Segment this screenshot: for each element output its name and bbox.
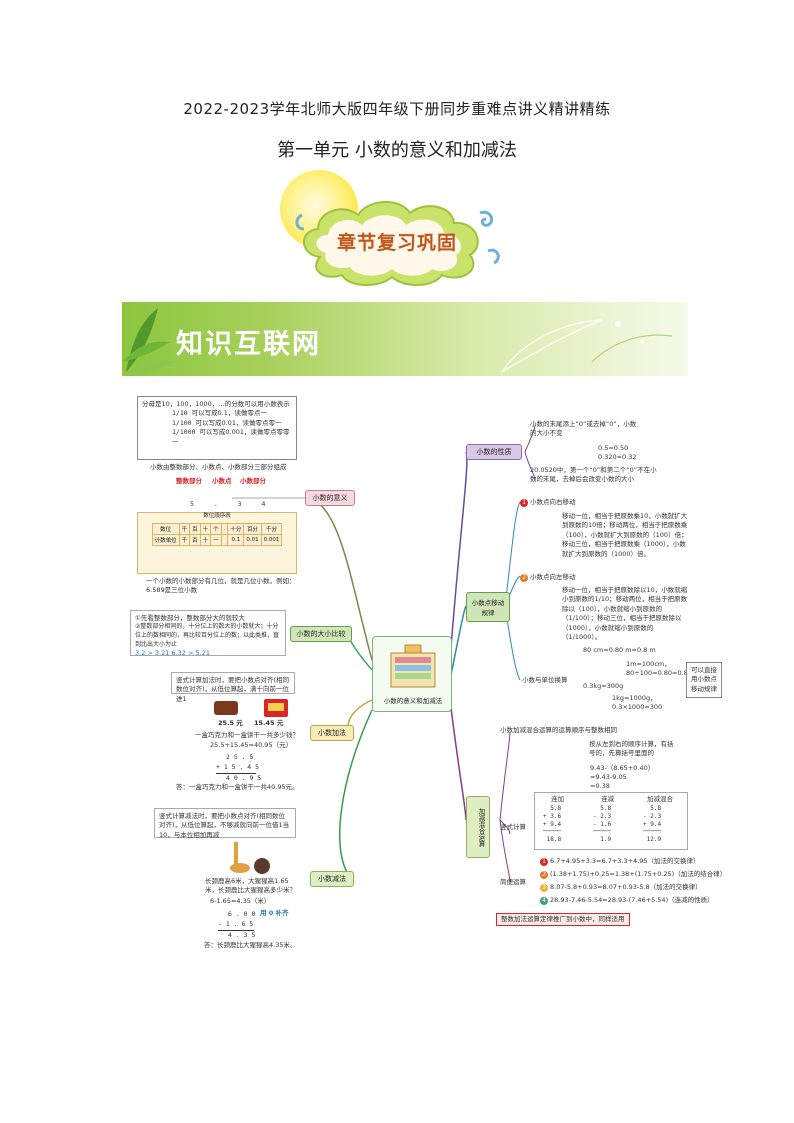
branch-sub: 小数减法 [310, 871, 354, 887]
sub-tip: 用 0 补齐 [260, 909, 289, 917]
shift-r1: 移动一位，相当于把原数乘10，小数就扩大到原数的10倍；移动两位，相当于把原数乘… [562, 512, 688, 558]
compare-l2: ②整数部分相同的，十分位上的数大的小数就大；十分位上的数相同的，再比较百分位上的… [135, 623, 280, 648]
property-e1: 0.5=0.50 [598, 444, 629, 452]
document-title: 2022-2023学年北师大版四年级下册同步重难点讲义精讲精练 [183, 100, 611, 118]
add-price1: 25.5 元 [218, 719, 243, 727]
meaning-part-integer: 整数部分 [176, 477, 202, 485]
mixed-h2: 连减 [601, 795, 614, 803]
add-v2: + 1 5 . 4 5 [216, 763, 260, 771]
add-question: 一盒巧克力和一盒饼干一共多少钱？ [195, 731, 299, 739]
branch-add: 小数加法 [310, 725, 354, 741]
cloud-banner [295, 200, 500, 286]
calc-lianjian: 5.8- 2.3- 1.6───── 1.9 [593, 805, 612, 844]
meaning-fraction-box: 分母是10，100，1000，…的分数可以用小数表示 1/10 可以写成0.1，… [137, 396, 297, 460]
shift-u1: 80 cm=0.80 m=0.8 m [583, 646, 656, 654]
shift-u4: 1kg=1000g，0.3×1000=300 [612, 694, 663, 712]
snack-images [214, 699, 288, 717]
property-l1: 小数的末尾添上“0”或去掉“0”，小数的大小不变 [530, 420, 637, 438]
book-stack-icon [390, 644, 436, 688]
sub-rule-box: 竖式计算减法时，要把小数点对齐(相同数位对齐)，从低位算起，不够减就向前一位借1… [154, 808, 296, 839]
sub-question: 长颈鹿高6米，大猩猩高1.65米，长颈鹿比大猩猩高多少米？ [205, 877, 296, 895]
compare-l1: ①先看整数部分，整数部分大的就较大 [135, 614, 245, 622]
number-2-icon: 2 [540, 871, 548, 879]
add-answer: 答：一盒巧克力和一盒饼干一共40.95元。 [176, 783, 299, 791]
branch-mixed: 加减混合运算 [466, 796, 490, 858]
unit-title: 第一单元 小数的意义和加减法 [277, 140, 517, 161]
property-l2: 20.0520中，第一个“0”和第二个“0”不在小数的末尾，去掉后会改变小数的大… [530, 466, 657, 484]
mixed-h1: 连加 [551, 795, 564, 803]
vertical-calc-box: 连加 连减 加减混合 5.8+ 3.6+ 9.4───── 18.8 5.8- … [534, 792, 688, 850]
mixed-order: 小数加减混合运算的运算顺序与整数相同 [500, 726, 617, 734]
add-v3: 4 0 . 9 5 [226, 774, 262, 782]
number-1-icon: 1 [520, 499, 528, 507]
branch-shift: 小数点移动规律 [466, 592, 510, 622]
mixed-h3: 加减混合 [647, 795, 673, 803]
number-1-icon: 1 [540, 858, 548, 866]
mixed-s4: 28.93-7.46-5.54=28.93-(7.46+5.54)（连减的性质） [550, 896, 714, 904]
number-3-icon: 3 [540, 884, 548, 892]
mixed-simple: 简便运算 [500, 878, 526, 886]
meaning-part-point: 小数点 [212, 477, 232, 485]
number-2-icon: 2 [520, 574, 528, 582]
mixed-s1: 6.7+4.95+3.3=6.7+3.3+4.95（加法的交换律） [550, 857, 700, 865]
meaning-line1: 分母是10，100，1000，…的分数可以用小数表示 [142, 400, 290, 408]
shift-r2: 移动一位，相当于把原数除以10，小数就缩小到原数的1/10；移动两位，相当于把原… [562, 586, 688, 642]
branch-compare: 小数的大小比较 [290, 626, 352, 642]
compare-box: ①先看整数部分，整数部分大的就较大 ②整数部分相同的，十分位上的数大的小数就大；… [130, 610, 286, 658]
shift-unit: 小数与单位换算 [522, 676, 568, 684]
shift-u2: 1m=100cm，80÷100=0.80=0.8 [626, 660, 688, 678]
add-rule-box: 竖式计算加法时，要把小数点对齐(相同数位对齐)，从低位算起，满十向前一位进1 [171, 672, 295, 703]
sub-v2: - 1 . 6 5 [218, 920, 254, 928]
meaning-f2: 可以写成0.01，读做零点零一 [195, 418, 282, 427]
center-node: 小数的意义和加减法 [372, 636, 452, 712]
sub-v3: 4 . 3 5 [228, 931, 256, 939]
meaning-parts: 小数由整数部分、小数点、小数部分三部分组成 [150, 463, 287, 471]
meaning-f1: 可以写成0.1，读做零点一 [191, 409, 267, 418]
add-v1: 2 5 . 5 [226, 753, 254, 761]
shift-h1: 小数点向右移动 [530, 498, 576, 506]
mixed-s3: 8.07-5.8+0.93=8.07+0.93-5.8（加法的交换律） [550, 883, 702, 891]
shift-u3: 0.3kg=300g [583, 682, 624, 690]
section-banner [122, 302, 688, 376]
mixed-ex2: =9.43-9.05 [590, 773, 627, 781]
compare-l3: 3.2 > 3.21 6.32 > 5.21 [135, 649, 210, 658]
meaning-part-decimal: 小数部分 [240, 477, 266, 485]
shift-h2: 小数点向左移动 [530, 573, 576, 581]
add-equation: 25.5+15.45=40.95（元） [210, 741, 293, 749]
leaf-decoration [122, 308, 673, 374]
property-e2: 0.320=0.32 [598, 453, 637, 461]
mixed-order-detail: 按从左到右的顺序计算，有括号的，先算括号里面的 [589, 740, 674, 758]
sub-equation: 6-1.65=4.35（米） [210, 897, 271, 905]
branch-meaning: 小数的意义 [305, 490, 355, 506]
number-4-icon: 4 [540, 897, 548, 905]
mixed-s2: (1.38+1.75)+0.25=1.38+(1.75+0.25)（加法的结合律… [550, 870, 727, 878]
shift-note: 可以直接用小数点移动规律 [686, 662, 722, 698]
calc-mixed: 5.8- 2.3+ 9.4───── 12.9 [643, 805, 662, 844]
meaning-pos-note: 一个小数的小数部分有几位，就是几位小数，例如：6.589是三位小数 [146, 577, 296, 595]
add-price2: 15.45 元 [254, 719, 284, 727]
add-line [216, 773, 256, 774]
meaning-digits: 5 . 3 4 [190, 500, 274, 508]
calc-lianjia: 5.8+ 3.6+ 9.4───── 18.8 [543, 805, 562, 844]
chapter-review-label: 章节复习巩固 [336, 232, 457, 254]
sub-line [218, 930, 254, 931]
meaning-f3: 可以写成0.001，读做零点零零一 [172, 428, 290, 446]
section-title: 知识互联网 [176, 329, 321, 360]
mixed-ex3: =0.38 [590, 782, 610, 790]
place-value-table-title: 数位顺序表 [203, 513, 231, 519]
giraffe-gorilla-image [230, 842, 270, 874]
sub-v1: 6 . 0 0 [228, 910, 256, 918]
branch-property: 小数的性质 [466, 444, 522, 460]
mixed-vertical: 竖式计算 [500, 823, 526, 831]
sub-answer: 答：长颈鹿比大猩猩高4.35米。 [204, 941, 297, 949]
mixed-ex1: 9.43-（8.65+0.40） [590, 764, 655, 772]
center-node-label: 小数的意义和加减法 [383, 697, 443, 705]
mixed-law: 整数加法运算定律推广到小数中，同样适用 [496, 913, 630, 927]
